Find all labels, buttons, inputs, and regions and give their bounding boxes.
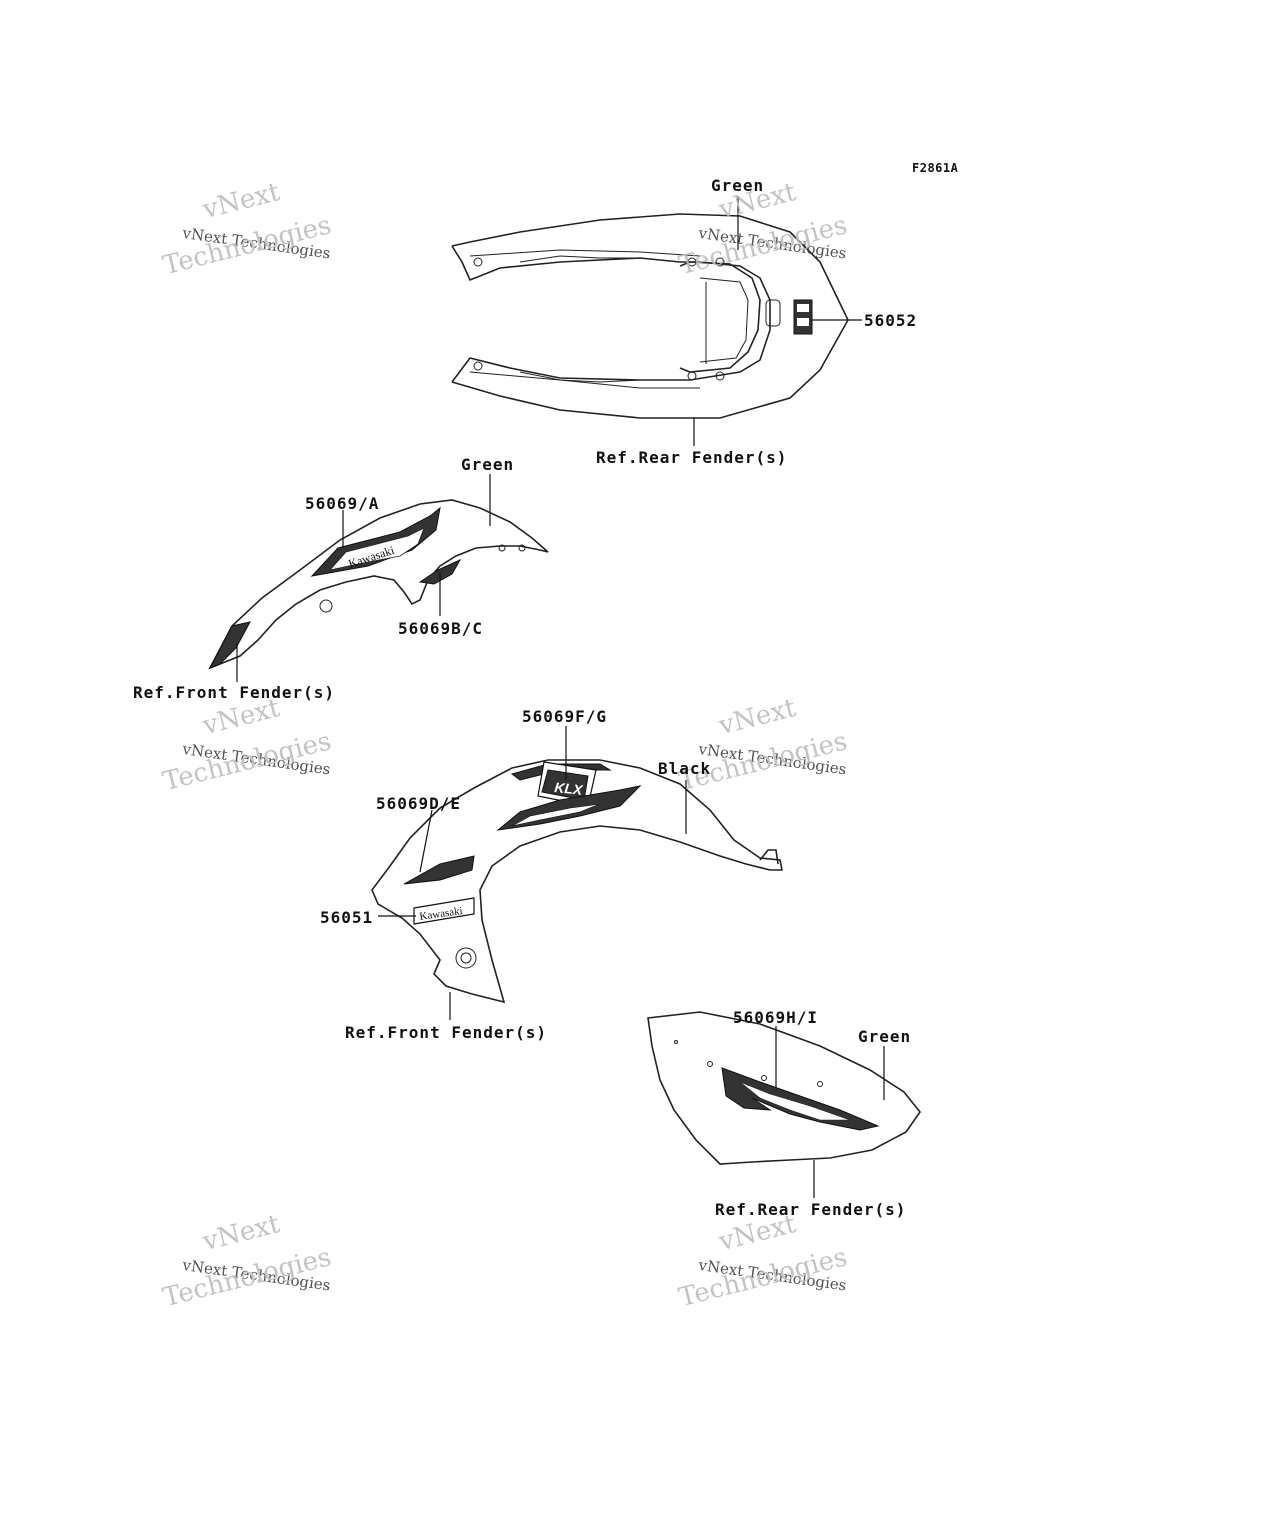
label-green-mid: Green [461, 455, 515, 474]
rear-tail-section-part [451, 196, 862, 446]
label-front-fender-2: Ref.Front Fender(s) [345, 1023, 548, 1042]
decal-56069fg-model-text: KLX [554, 779, 585, 798]
label-56052: 56052 [864, 311, 918, 330]
label-green-top: Green [711, 176, 765, 195]
front-shroud-upper-part: Kawasaki [208, 474, 549, 682]
label-green-bottom: Green [858, 1027, 912, 1046]
label-56051: 56051 [320, 908, 374, 927]
rear-side-panel-part [647, 1011, 921, 1198]
side-shroud-klx-part: KLX Kawasaki [371, 726, 783, 1020]
leader-56069de [419, 809, 433, 873]
label-rear-fender-top: Ref.Rear Fender(s) [596, 448, 788, 467]
figure-id: F2861A [912, 161, 959, 175]
label-56069de: 56069D/E [376, 794, 462, 813]
label-56069bc: 56069B/C [398, 619, 484, 638]
decal-56052 [793, 299, 813, 335]
label-56069fg: 56069F/G [522, 707, 608, 726]
label-56069a: 56069/A [305, 494, 380, 513]
label-rear-fender-bottom: Ref.Rear Fender(s) [715, 1200, 907, 1219]
label-front-fender-1: Ref.Front Fender(s) [133, 683, 336, 702]
label-56069hi: 56069H/I [733, 1008, 819, 1027]
label-black: Black [658, 759, 712, 778]
decal-56051-brand-text: Kawasaki [419, 905, 464, 923]
